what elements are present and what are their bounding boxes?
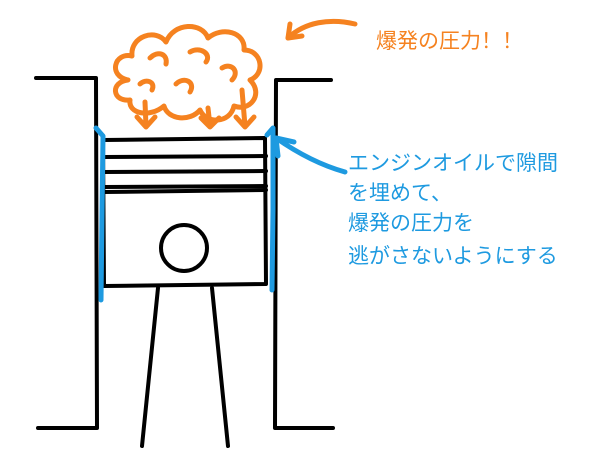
connecting-rod	[140, 286, 230, 448]
oil-note-line-4: 逃がさないようにする	[348, 244, 558, 268]
pressure-arrow-2	[198, 105, 222, 130]
oil-film-left	[93, 125, 106, 303]
connecting-rod-right	[210, 286, 230, 448]
pressure-arrow-1	[134, 99, 158, 130]
oil-film-right	[264, 125, 276, 293]
oil-note-arrow	[273, 135, 348, 175]
oil-note-arrowhead	[273, 135, 297, 159]
explosion-curl-3	[219, 63, 238, 83]
piston-ring-3	[102, 184, 268, 189]
piston-skirt-line	[102, 188, 268, 194]
oil-note: エンジンオイルで隙間 を埋めて、 爆発の圧力を 逃がさないようにする	[348, 151, 558, 268]
pressure-arrow-3	[233, 87, 257, 130]
explosion-curl-2	[187, 47, 210, 65]
explosion-label: 爆発の圧力！！	[376, 29, 523, 53]
piston-ring-1	[102, 154, 268, 159]
cylinder	[34, 76, 335, 430]
explosion-cloud	[113, 24, 263, 123]
oil-note-line-2: を埋めて、	[348, 181, 452, 205]
explosion-curl-1	[147, 51, 169, 67]
explosion: 爆発の圧力！！	[113, 18, 523, 130]
oil-note-line-1: エンジンオイルで隙間	[348, 151, 558, 175]
oil-note-line-3: 爆発の圧力を	[348, 211, 474, 235]
engine-oil	[93, 125, 348, 303]
explosion-curl-4	[173, 77, 194, 95]
explosion-curl-5	[137, 78, 156, 93]
piston-pin	[159, 223, 209, 273]
explosion-label-arrow	[285, 18, 358, 41]
cylinder-left-wall	[34, 76, 99, 430]
piston-ring-2	[102, 169, 268, 174]
piston	[101, 136, 268, 288]
piston-body	[101, 136, 268, 288]
connecting-rod-left	[140, 286, 160, 448]
cylinder-right-wall	[273, 78, 335, 430]
explosion-label-arrowhead	[285, 21, 305, 41]
